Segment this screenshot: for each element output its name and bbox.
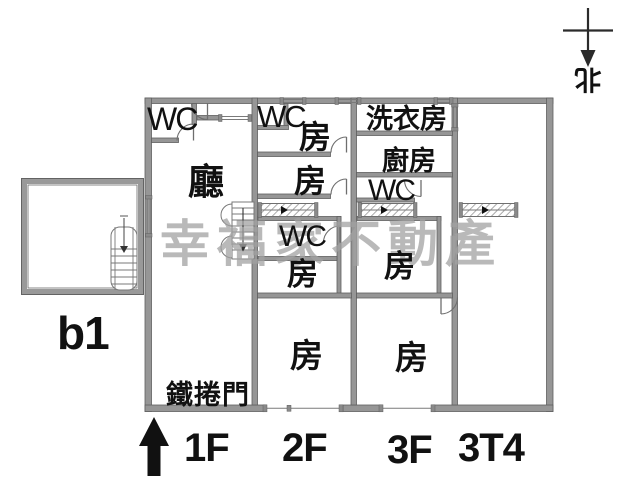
interior-walls bbox=[151, 103, 453, 299]
outer-walls bbox=[144, 97, 554, 412]
door-icon bbox=[322, 225, 341, 243]
floor-label-b1: b1 bbox=[57, 307, 109, 359]
window-symbols bbox=[145, 97, 459, 413]
room-label-f1-hall: 廳 bbox=[188, 161, 224, 203]
room-label-f3-room-a: 房 bbox=[384, 249, 415, 285]
door-icon bbox=[190, 103, 209, 121]
railing-symbols bbox=[257, 202, 519, 218]
window-icon bbox=[334, 97, 362, 105]
railing-icon bbox=[357, 202, 418, 218]
room-labels: WC 廳 WC 房 房 WC 房 房 洗衣房 廚房 WC 房 房 bbox=[147, 99, 447, 377]
compass-icon: 北 bbox=[563, 8, 613, 94]
compass-north-label: 北 bbox=[575, 63, 602, 94]
door-icon bbox=[330, 136, 348, 153]
floor-label-2f: 2F bbox=[282, 426, 327, 470]
railing-icon bbox=[458, 202, 519, 218]
room-label-f2-room-d: 房 bbox=[290, 336, 323, 375]
floor-label-1f: 1F bbox=[184, 426, 229, 470]
shutter-label: 鐵捲門 bbox=[166, 380, 250, 411]
floor-label-3f: 3F bbox=[387, 428, 432, 472]
room-label-f3-kitchen: 廚房 bbox=[382, 145, 436, 177]
window-icon bbox=[218, 114, 252, 122]
entrance-arrow-icon bbox=[139, 417, 169, 476]
door-symbols bbox=[176, 103, 459, 315]
window-icon bbox=[145, 195, 153, 238]
watermark-text: 幸福家不動產 bbox=[160, 215, 502, 273]
room-label-f2-room-b: 房 bbox=[294, 162, 326, 200]
window-icon bbox=[279, 97, 307, 105]
room-label-f2-room-a: 房 bbox=[299, 118, 331, 156]
stairs-icon bbox=[220, 201, 255, 260]
basement-b1-box bbox=[21, 178, 144, 295]
door-icon bbox=[403, 179, 422, 198]
floor-label-3t4: 3T4 bbox=[458, 426, 526, 470]
room-label-f3-laundry: 洗衣房 bbox=[366, 103, 447, 135]
door-icon bbox=[176, 123, 195, 141]
door-icon bbox=[330, 178, 348, 195]
room-label-f1-wc: WC bbox=[147, 101, 197, 137]
room-label-f3-room-b: 房 bbox=[395, 338, 428, 377]
railing-icon bbox=[257, 202, 319, 218]
section-walls bbox=[251, 97, 458, 406]
room-label-f2-room-c: 房 bbox=[287, 257, 318, 293]
door-icon bbox=[440, 297, 459, 315]
room-label-f2-wc-mid: WC bbox=[279, 220, 326, 253]
storefront-opening bbox=[262, 404, 436, 413]
room-label-f3-wc: WC bbox=[368, 174, 415, 207]
room-label-f2-wc-top: WC bbox=[257, 99, 306, 134]
basement-stairs-icon bbox=[110, 215, 138, 291]
window-icon bbox=[451, 103, 459, 132]
floor-labels: b1 1F 2F 3F 3T4 bbox=[57, 307, 527, 472]
